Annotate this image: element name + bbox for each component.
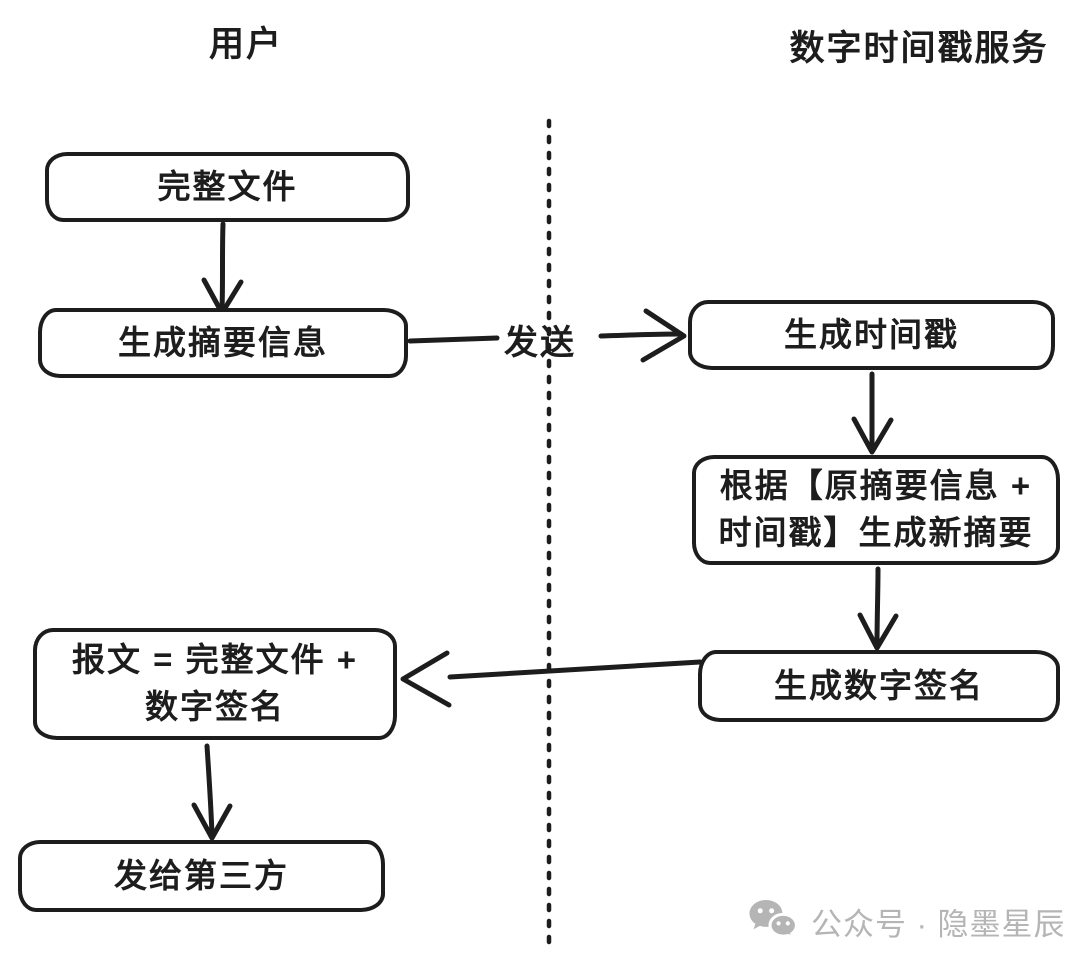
arrow-message-to-third-party <box>191 743 233 841</box>
node-message-equals-file-plus-signature: 报文 = 完整文件 + 数字签名 <box>33 628 397 740</box>
node-label: 生成数字签名 <box>774 666 984 704</box>
node-send-to-third-party: 发给第三方 <box>18 840 385 912</box>
lane-header-timestamp-service: 数字时间戳服务 <box>789 29 1049 68</box>
wechat-icon <box>748 898 798 944</box>
arrow-new-digest-to-signature <box>857 566 899 651</box>
node-label-line2: 数字签名 <box>145 688 285 725</box>
node-label-line2: 时间戳】生成新摘要 <box>718 514 1034 551</box>
node-label-line1: 根据【原摘要信息 + <box>719 467 1033 505</box>
node-label: 发给第三方 <box>114 856 289 894</box>
node-complete-file: 完整文件 <box>45 152 410 222</box>
watermark-text: 公众号 · 隐墨星辰 <box>811 906 1066 942</box>
arrow-complete-file-to-digest <box>201 221 244 316</box>
node-label: 生成摘要信息 <box>118 323 328 361</box>
node-generate-new-digest: 根据【原摘要信息 + 时间戳】生成新摘要 <box>692 455 1060 565</box>
arrow-signature-to-message <box>400 650 703 708</box>
node-generate-timestamp: 生成时间戳 <box>688 300 1055 370</box>
node-generate-digest: 生成摘要信息 <box>38 308 408 378</box>
edge-label-send: 发送 <box>504 324 576 362</box>
node-label: 生成时间戳 <box>784 315 959 353</box>
node-label-line1: 报文 = 完整文件 + <box>71 641 359 679</box>
watermark: 公众号 · 隐墨星辰 <box>748 898 1066 944</box>
arrow-timestamp-to-new-digest <box>851 371 894 455</box>
node-generate-signature: 生成数字签名 <box>698 650 1060 722</box>
node-label: 完整文件 <box>157 167 298 205</box>
lane-header-user: 用户 <box>208 25 283 64</box>
